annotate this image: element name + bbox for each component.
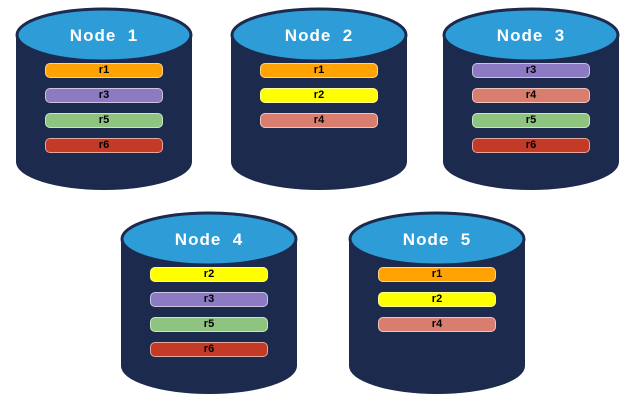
- replica-bar: r1: [378, 267, 496, 282]
- replica-bar: r2: [260, 88, 378, 103]
- replica-list: r1 r2 r4: [378, 267, 496, 332]
- replica-bar: r3: [472, 63, 590, 78]
- node-label: Node 2: [284, 26, 354, 45]
- node-label: Node 4: [174, 230, 244, 249]
- cylinder-top: [15, 7, 193, 63]
- cylinder-top: [120, 211, 298, 267]
- node-label: Node 1: [69, 26, 139, 45]
- replica-bar: r5: [150, 317, 268, 332]
- replica-bar: r2: [378, 292, 496, 307]
- node-4-cylinder: Node 4 r2 r3 r5 r6: [119, 209, 299, 399]
- replica-bar: r6: [45, 138, 163, 153]
- node-3-cylinder: Node 3 r3 r4 r5 r6: [441, 5, 621, 195]
- replica-bar: r4: [378, 317, 496, 332]
- node-label: Node 3: [496, 26, 566, 45]
- replica-bar: r2: [150, 267, 268, 282]
- node-1-cylinder: Node 1 r1 r3 r5 r6: [14, 5, 194, 195]
- replica-bar: r6: [472, 138, 590, 153]
- replica-list: r2 r3 r5 r6: [150, 267, 268, 357]
- replica-bar: r4: [472, 88, 590, 103]
- node-5-cylinder: Node 5 r1 r2 r4: [347, 209, 527, 399]
- replica-list: r1 r3 r5 r6: [45, 63, 163, 153]
- node-label: Node 5: [402, 230, 472, 249]
- cylinder-top: [230, 7, 408, 63]
- replica-bar: r6: [150, 342, 268, 357]
- replica-bar: r1: [260, 63, 378, 78]
- replica-bar: r5: [472, 113, 590, 128]
- replica-bar: r5: [45, 113, 163, 128]
- cylinder-top: [348, 211, 526, 267]
- cylinder-top: [442, 7, 620, 63]
- replica-list: r1 r2 r4: [260, 63, 378, 128]
- replica-list: r3 r4 r5 r6: [472, 63, 590, 153]
- node-2-cylinder: Node 2 r1 r2 r4: [229, 5, 409, 195]
- replica-bar: r3: [150, 292, 268, 307]
- replica-bar: r3: [45, 88, 163, 103]
- replica-bar: r4: [260, 113, 378, 128]
- replica-bar: r1: [45, 63, 163, 78]
